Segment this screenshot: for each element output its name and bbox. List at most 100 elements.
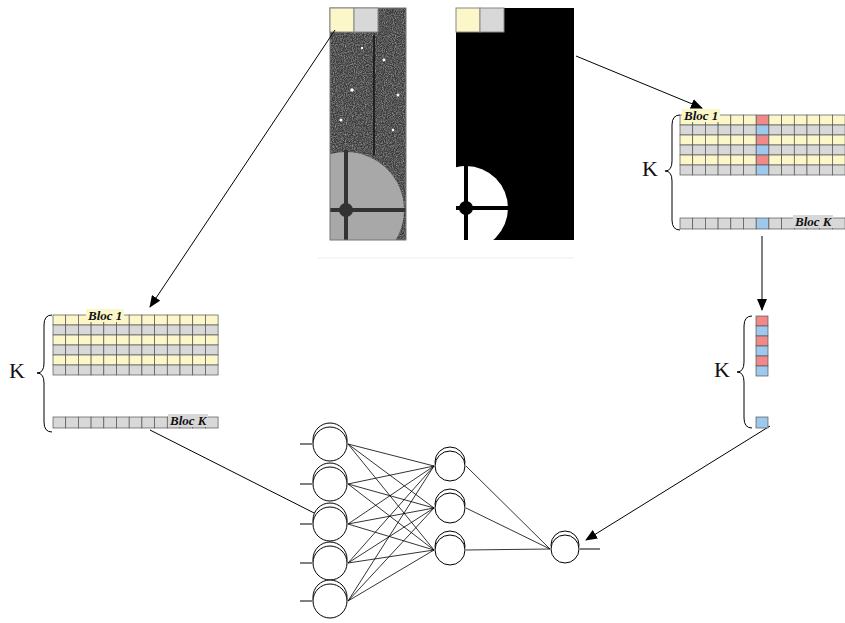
matrix-cell [769,125,782,135]
matrix-cell [205,355,218,365]
pixel-block [330,8,354,32]
matrix-cell [782,145,795,155]
matrix-cell [104,325,117,335]
matrix-cell [142,345,155,355]
matrix-cell [820,145,833,155]
matrix-cell [78,345,91,355]
matrix-cell [693,125,706,135]
matrix-cell [155,315,168,325]
matrix-cell [78,325,91,335]
matrix-cell [117,365,130,375]
matrix-cell [53,325,66,335]
matrix-cell [155,417,168,428]
matrix-cell [66,315,79,325]
neuron [313,427,347,461]
matrix-cell [756,336,768,346]
matrix-cell [832,155,845,165]
matrix-cell [205,325,218,335]
matrix-cell [155,335,168,345]
matrix-cell [193,355,206,365]
count-label: K [641,158,659,180]
matrix-cell [104,355,117,365]
matrix-cell [718,155,731,165]
flow-arrow [150,430,328,520]
matrix-cell [832,218,845,229]
matrix-cell [117,345,130,355]
brace [737,316,752,428]
matrix-cell [794,165,807,175]
matrix-cell [807,115,820,125]
matrix-cell [53,335,66,345]
matrix-cell [731,115,744,125]
matrix-cell [718,218,731,229]
matrix-cell [731,125,744,135]
synapse [466,549,550,550]
synapse [348,484,434,508]
matrix-cell [205,315,218,325]
matrix-cell [104,345,117,355]
matrix-cell [756,316,768,326]
synapse [348,550,434,563]
matrix-cell [794,115,807,125]
matrix-cell [104,417,117,428]
synapse [466,466,550,549]
synapse [466,508,550,549]
matrix-cell [142,355,155,365]
neuron [313,507,347,541]
matrix-cell [744,155,757,165]
matrix-cell [66,355,79,365]
synapse [348,466,434,601]
neuron [435,493,465,523]
sky-image [330,8,406,240]
matrix-cell [807,125,820,135]
matrix-cell [769,165,782,175]
matrix-cell [142,417,155,428]
matrix-cell [744,115,757,125]
matrix-cell [66,417,79,428]
matrix-cell [832,145,845,155]
matrix-cell [832,115,845,125]
flow-arrow [150,30,335,307]
matrix-cell [756,135,769,145]
matrix-cell [693,145,706,155]
matrix-cell [718,165,731,175]
synapse [348,508,434,601]
pixel-block [354,8,378,32]
matrix-cell [744,145,757,155]
matrix-cell [129,365,142,375]
matrix-cell [117,417,130,428]
matrix-cell [129,417,142,428]
matrix-cell [794,125,807,135]
matrix-cell [78,335,91,345]
matrix-cell [66,325,79,335]
synapse [348,444,434,508]
matrix-cell [53,345,66,355]
matrix-cell [756,366,768,376]
matrix-cell [693,218,706,229]
matrix-cell [117,335,130,345]
matrix-cell [91,335,104,345]
matrix-cell [731,165,744,175]
matrix-cell [693,155,706,165]
matrix-cell [53,315,66,325]
neuron [435,535,465,565]
matrix-cell [53,355,66,365]
matrix-cell [180,365,193,375]
matrix-cell [832,165,845,175]
input-line [300,601,312,602]
matrix-cell [680,165,693,175]
matrix-cell [705,155,718,165]
matrix-cell [167,365,180,375]
matrix-cell [142,335,155,345]
neuron [435,451,465,481]
matrix-cell [756,115,769,125]
matrix-cell [718,145,731,155]
matrix-cell [680,145,693,155]
matrix-cell [193,335,206,345]
matrix-cell [129,355,142,365]
neuron [313,584,347,618]
matrix-cell [180,315,193,325]
matrix-cell [53,417,66,428]
matrix-cell [180,345,193,355]
